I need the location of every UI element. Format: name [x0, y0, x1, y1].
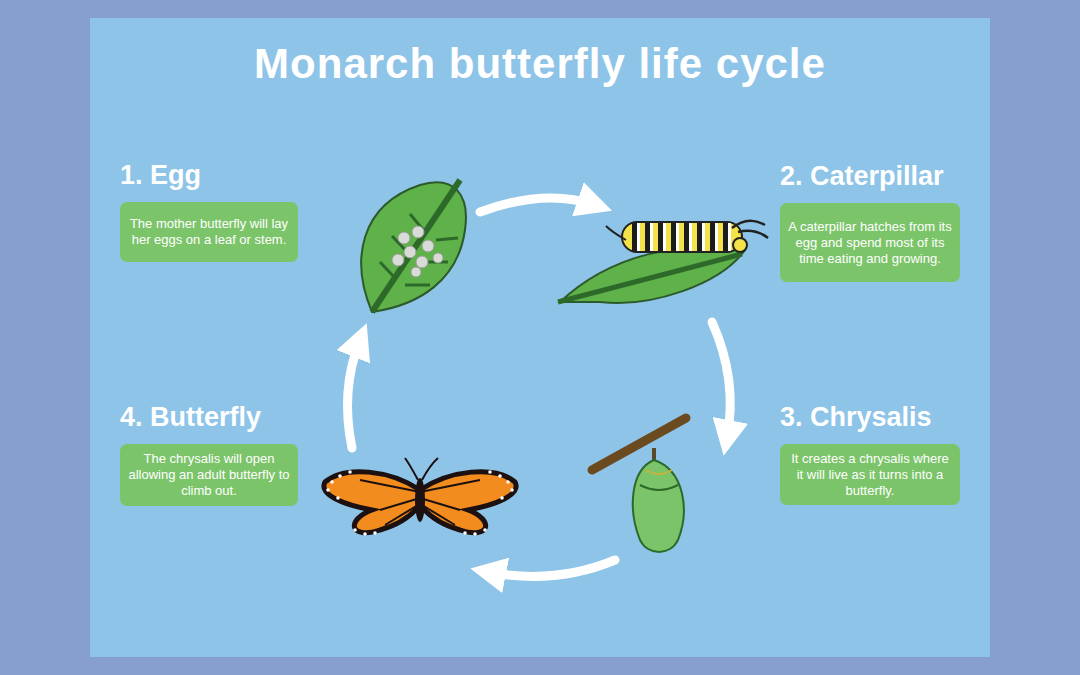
stage-node: 1. EggThe mother butterfly will lay her … [120, 202, 298, 262]
stage-description: A caterpillar hatches from its egg and s… [780, 203, 960, 282]
stage-description: The mother butterfly will lay her eggs o… [120, 202, 298, 262]
chrysalis [592, 418, 686, 552]
stage-heading: 2. Caterpillar [780, 161, 944, 192]
stage-heading: 3. Chrysalis [780, 402, 932, 433]
stage-node: 4. ButterflyThe chrysalis will open allo… [120, 444, 298, 506]
stage-description: It creates a chrysalis where it will liv… [780, 444, 960, 505]
caterpillar [606, 221, 768, 252]
stage-heading: 1. Egg [120, 160, 201, 191]
diagram-title: Monarch butterfly life cycle [0, 40, 1080, 88]
background-panel [90, 18, 990, 657]
stage-node: 2. CaterpillarA caterpillar hatches from… [780, 203, 960, 282]
stage-description: The chrysalis will open allowing an adul… [120, 444, 298, 506]
stage-node: 3. ChrysalisIt creates a chrysalis where… [780, 444, 960, 505]
stage-heading: 4. Butterfly [120, 402, 261, 433]
butterfly [324, 458, 516, 536]
egg-leaf [361, 180, 466, 312]
caterpillar-leaf [558, 247, 745, 303]
